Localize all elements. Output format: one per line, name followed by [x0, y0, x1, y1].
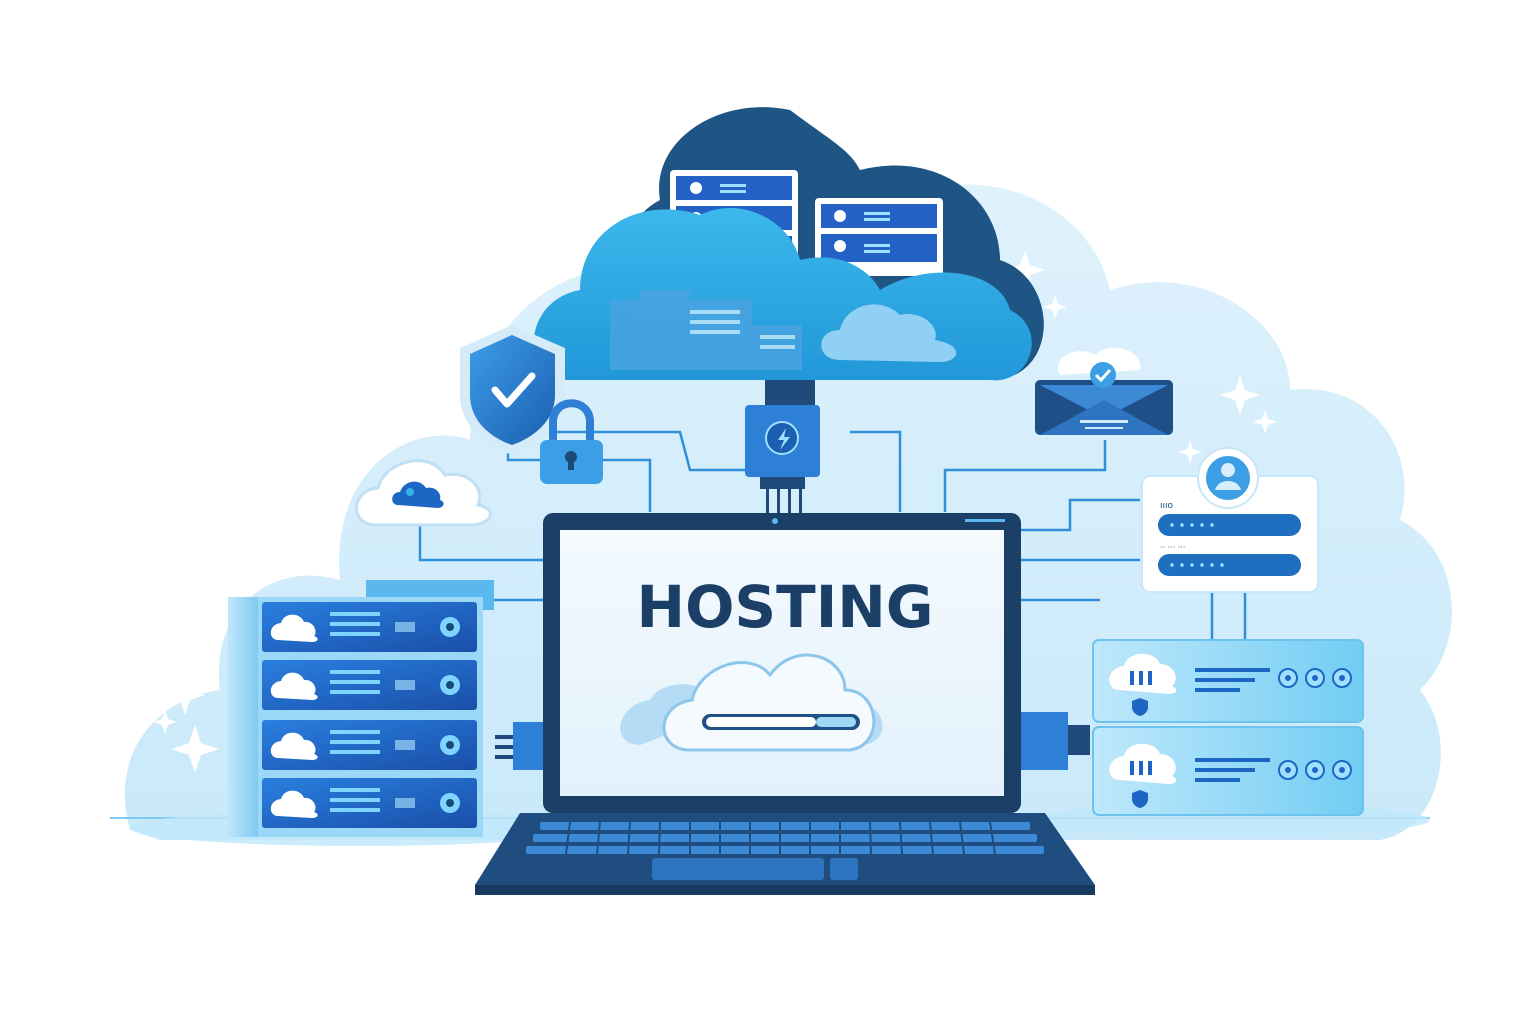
- cloud-server-rack-right: [815, 198, 943, 276]
- laptop: HOSTING: [475, 513, 1095, 895]
- mail-check-icon: [1035, 347, 1173, 435]
- password-field: [1158, 554, 1301, 576]
- server-unit: [262, 660, 477, 710]
- screen-title: HOSTING: [637, 573, 934, 641]
- left-connector: [495, 722, 545, 770]
- right-connector: [1020, 712, 1090, 770]
- server-unit: [262, 720, 477, 770]
- login-card: ıııo ·· ··· ···: [1141, 447, 1319, 593]
- username-field: [1158, 514, 1301, 536]
- user-icon: [1221, 463, 1235, 477]
- shield-check-icon: [460, 325, 565, 455]
- login-label-1: ıııo: [1160, 501, 1174, 511]
- cloud-icon: [355, 459, 492, 527]
- login-label-2: ·· ··· ···: [1160, 543, 1185, 552]
- top-cloud-main: [533, 207, 1032, 381]
- power-connector: [745, 380, 820, 513]
- server-unit: [262, 778, 477, 828]
- touchpad: [652, 858, 824, 880]
- server-unit: [262, 602, 477, 652]
- right-server-stack: [1092, 639, 1364, 816]
- server-unit: [1092, 726, 1364, 816]
- server-unit: [1092, 639, 1364, 723]
- left-server-rack: [228, 580, 494, 837]
- sparkle-icon: [153, 250, 1277, 773]
- power-icon: [778, 428, 790, 450]
- padlock-icon: [540, 399, 603, 484]
